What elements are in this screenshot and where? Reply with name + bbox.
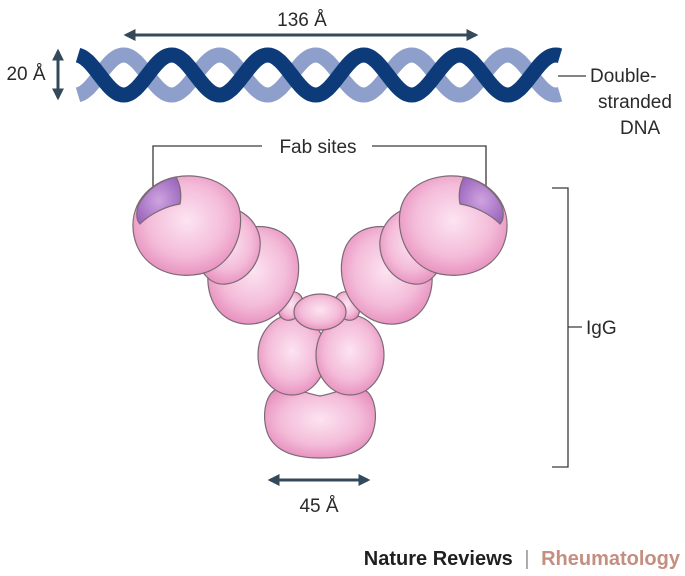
dna-name-line2: stranded bbox=[598, 92, 672, 113]
credit-subject: Rheumatology bbox=[541, 548, 681, 570]
dna-width-label: 20 Å bbox=[6, 64, 45, 85]
dna-strand-dark bbox=[75, 47, 563, 103]
igg-width-label: 45 Å bbox=[299, 496, 338, 517]
hinge-core bbox=[293, 293, 347, 331]
credit-separator: | bbox=[524, 548, 529, 570]
dna-helix bbox=[75, 47, 563, 103]
igg-label: IgG bbox=[586, 318, 617, 339]
igg-antibody bbox=[132, 175, 508, 459]
fab-sites-bracket bbox=[152, 145, 487, 190]
fab-site-right bbox=[458, 176, 504, 225]
journal-credit: Nature Reviews | Rheumatology bbox=[364, 548, 681, 570]
dna-name-line3: DNA bbox=[620, 118, 660, 139]
fc-lower-domain bbox=[263, 387, 377, 459]
credit-journal: Nature Reviews bbox=[364, 548, 513, 570]
fab-site-left bbox=[136, 176, 182, 225]
fab-sites-label: Fab sites bbox=[279, 137, 356, 158]
dna-name-line1: Double- bbox=[590, 66, 657, 87]
dna-length-label: 136 Å bbox=[277, 10, 327, 31]
igg-bracket bbox=[552, 187, 582, 468]
